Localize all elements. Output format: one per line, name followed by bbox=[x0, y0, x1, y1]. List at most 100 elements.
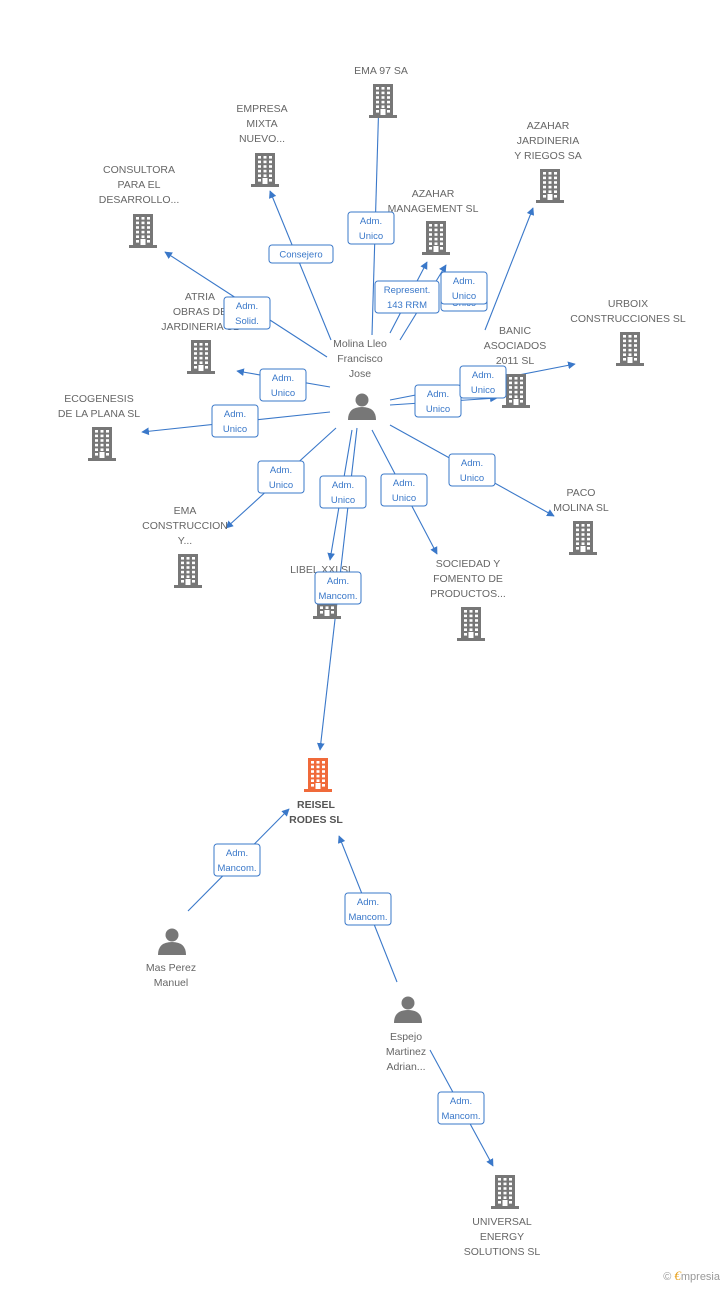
edge-label-box[interactable] bbox=[213, 843, 261, 877]
edge-label[interactable]: Adm.Unico bbox=[459, 365, 507, 399]
edge-label-text: Unico bbox=[392, 493, 416, 504]
edge-label-text: Mancom. bbox=[441, 1111, 480, 1122]
edge-label[interactable]: Adm.Unico bbox=[414, 384, 462, 418]
edge-label[interactable]: Adm.Unico bbox=[211, 404, 259, 438]
node-label: EMA bbox=[174, 505, 197, 517]
node-espejo[interactable]: EspejoMartinezAdrian... bbox=[386, 996, 426, 1074]
node-label: CONSULTORA bbox=[103, 164, 175, 176]
edge-label-text: Adm. bbox=[332, 480, 354, 491]
node-label: ASOCIADOS bbox=[484, 340, 546, 352]
edge-label-text: Unico bbox=[471, 385, 495, 396]
edge-label-box[interactable] bbox=[223, 296, 271, 330]
edge-label[interactable]: Adm.Unico bbox=[440, 271, 488, 305]
edge-label-box[interactable] bbox=[448, 453, 496, 487]
node-ema_constr[interactable]: EMACONSTRUCCIONY... bbox=[142, 505, 228, 588]
edge-label-box[interactable] bbox=[380, 473, 428, 507]
edge-label[interactable]: Represent.143 RRM bbox=[374, 280, 440, 314]
edge-label-box[interactable] bbox=[314, 571, 362, 605]
edge-label-text: Adm. bbox=[272, 373, 294, 384]
edge-label-text: Represent. bbox=[384, 285, 430, 296]
edge-label-text: Solid. bbox=[235, 316, 259, 327]
node-label: OBRAS DE bbox=[173, 306, 227, 318]
node-label: DESARROLLO... bbox=[99, 194, 180, 206]
building-icon bbox=[369, 84, 397, 118]
edge-label-box[interactable] bbox=[437, 1091, 485, 1125]
node-label: 2011 SL bbox=[496, 355, 534, 367]
edge-label-text: Mancom. bbox=[348, 912, 387, 923]
edge-label[interactable]: Adm.Solid. bbox=[223, 296, 271, 330]
edge-label[interactable]: Adm.Mancom. bbox=[344, 892, 392, 926]
edge-label-box[interactable] bbox=[259, 368, 307, 402]
edge-label[interactable]: Adm.Unico bbox=[347, 211, 395, 245]
edge-label-box[interactable] bbox=[319, 475, 367, 509]
node-label: Molina Lleo bbox=[333, 338, 387, 350]
node-consultora[interactable]: CONSULTORA PARA EL DESARROLLO... bbox=[99, 164, 180, 248]
edge-label-box[interactable] bbox=[257, 460, 305, 494]
edge-label-box[interactable] bbox=[344, 892, 392, 926]
person-icon bbox=[158, 928, 186, 955]
edge-label[interactable]: Adm.Mancom. bbox=[314, 571, 362, 605]
building-icon bbox=[616, 332, 644, 366]
edge-label-box[interactable] bbox=[211, 404, 259, 438]
edge-label-box[interactable] bbox=[268, 244, 334, 264]
edge-label[interactable]: Adm. Unico bbox=[380, 473, 428, 507]
edge-label[interactable]: Adm.Unico bbox=[259, 368, 307, 402]
brand-logo-initial: € bbox=[674, 1268, 681, 1283]
edge-label[interactable]: Adm.Unico bbox=[257, 460, 305, 494]
node-label: ENERGY bbox=[480, 1231, 524, 1243]
edge-label[interactable]: Consejero bbox=[268, 244, 334, 264]
building-icon bbox=[422, 221, 450, 255]
edge-label[interactable]: Adm.Unico bbox=[448, 453, 496, 487]
node-label: SOCIEDAD Y bbox=[436, 558, 501, 570]
node-label: PACO bbox=[567, 487, 596, 499]
edge-label-box[interactable] bbox=[347, 211, 395, 245]
edge-label-text: Adm. bbox=[226, 848, 248, 859]
node-label: ATRIA bbox=[185, 291, 215, 303]
node-ema97[interactable]: EMA 97 SA bbox=[354, 65, 408, 118]
node-label: CONSTRUCCION bbox=[142, 520, 228, 532]
edge-label-text: Adm. bbox=[393, 478, 415, 489]
node-label: PARA EL bbox=[118, 179, 161, 191]
node-label: EMPRESA bbox=[236, 103, 287, 115]
edge-label[interactable]: Adm.Unico bbox=[319, 475, 367, 509]
edge-label-layer: Adm.UnicoConsejeroAdm.Solid.Represent.14… bbox=[211, 211, 507, 1125]
edge-label-text: Adm. bbox=[450, 1096, 472, 1107]
node-label: MIXTA bbox=[246, 118, 277, 130]
brand-logo-text: mpresia bbox=[680, 1271, 720, 1283]
edge-label-box[interactable] bbox=[440, 271, 488, 305]
node-label: AZAHAR bbox=[412, 188, 455, 200]
edge-label-text: Adm. bbox=[224, 409, 246, 420]
node-empresa_mixta[interactable]: EMPRESAMIXTANUEVO... bbox=[236, 103, 288, 187]
node-label: FOMENTO DE bbox=[433, 573, 503, 585]
edge-molina-to-empresa_mixta bbox=[269, 190, 332, 341]
edge-label-text: Adm. bbox=[360, 216, 382, 227]
building-icon bbox=[174, 554, 202, 588]
building-icon bbox=[569, 521, 597, 555]
edge-label-box[interactable] bbox=[459, 365, 507, 399]
building-icon bbox=[187, 340, 215, 374]
person-icon bbox=[348, 393, 376, 420]
building-icon bbox=[502, 374, 530, 408]
edge-label[interactable]: Adm. Mancom. bbox=[437, 1091, 485, 1125]
building-icon bbox=[457, 607, 485, 641]
edge-label-box[interactable] bbox=[374, 280, 440, 314]
edge-label-text: Unico bbox=[460, 473, 484, 484]
edge-label[interactable]: Adm.Mancom. bbox=[213, 843, 261, 877]
edge-label-box[interactable] bbox=[414, 384, 462, 418]
edge-label-text: Mancom. bbox=[318, 591, 357, 602]
node-label: RODES SL bbox=[289, 814, 343, 826]
building-icon bbox=[129, 214, 157, 248]
